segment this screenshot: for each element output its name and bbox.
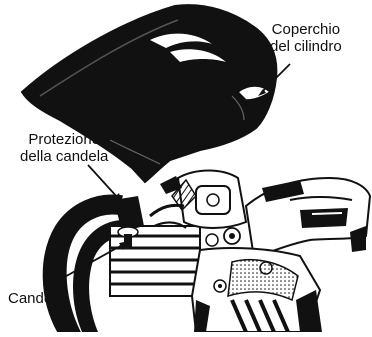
rear-handle bbox=[246, 178, 370, 258]
spark-plug-label-text: Candela bbox=[8, 290, 64, 307]
spark-plug-guard-label-line-1: Protezione bbox=[20, 131, 108, 148]
spark-plug-guard-label: Protezione della candela bbox=[20, 131, 108, 165]
spark-plug-guard-label-line-2: della candela bbox=[20, 148, 108, 165]
engine-body bbox=[43, 171, 370, 333]
crankcase bbox=[192, 248, 322, 332]
cylinder-cover-label-line-2: del cilindro bbox=[270, 38, 342, 55]
cylinder-cover-label-line-1: Coperchio bbox=[270, 21, 342, 38]
spark-plug-label: Candela bbox=[8, 290, 64, 307]
cylinder-cover-label: Coperchio del cilindro bbox=[270, 21, 342, 55]
